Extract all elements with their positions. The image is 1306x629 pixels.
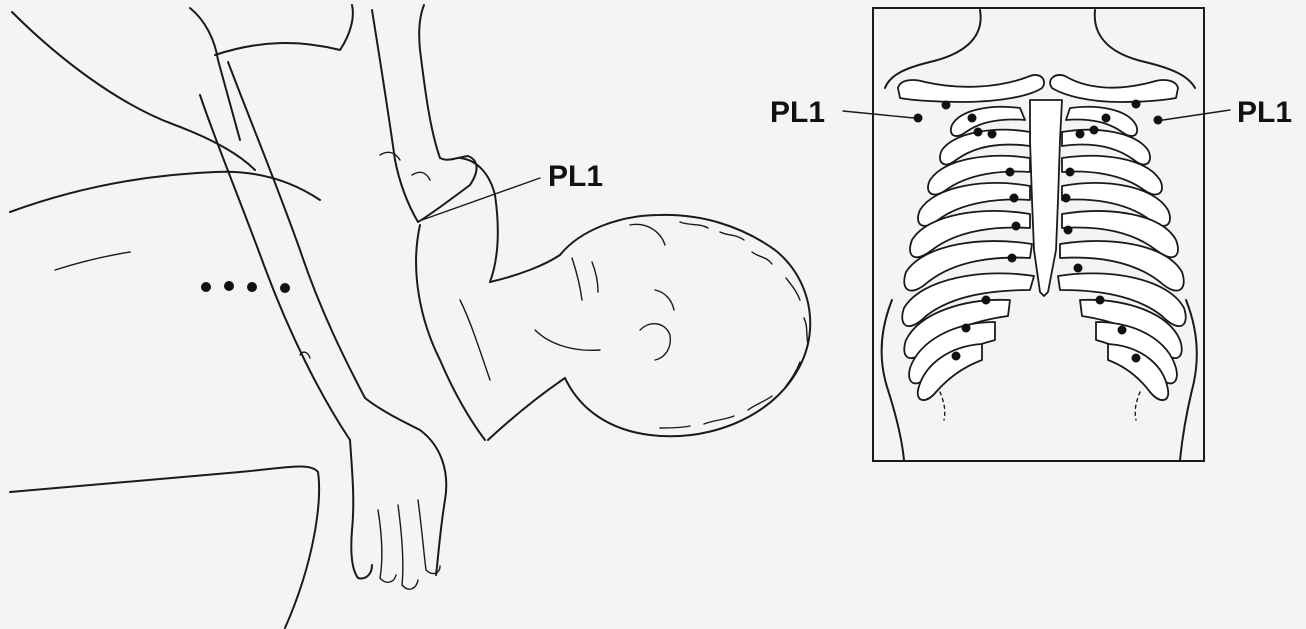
pl1-label-left-figure: PL1 xyxy=(548,160,603,193)
pl1-label-chart-right: PL1 xyxy=(1237,96,1292,129)
rib-point-dot xyxy=(1010,194,1019,203)
clavicle-left xyxy=(898,75,1044,102)
rib-point-dot xyxy=(1118,326,1127,335)
rib-point-dot xyxy=(982,296,991,305)
pl1-pointer-line-chart-left xyxy=(843,111,914,118)
hair-texture xyxy=(660,222,808,428)
rib-point-dot xyxy=(1076,130,1085,139)
rib-point-dot xyxy=(974,128,983,137)
pl1-point-left xyxy=(914,114,923,123)
pl1-label-chart-left: PL1 xyxy=(770,96,825,129)
face-eye xyxy=(630,224,674,310)
pl1-pointer-line-chart-right xyxy=(1163,110,1230,120)
rib-point-dot xyxy=(1062,194,1071,203)
pl1-point-right-upper xyxy=(1132,100,1141,109)
rib-point-dot xyxy=(952,352,961,361)
clavicle-right xyxy=(1050,75,1178,102)
rib-point-dot xyxy=(1006,168,1015,177)
meridian-dot xyxy=(201,282,211,292)
head-outline xyxy=(560,215,810,436)
rib-point-dot xyxy=(1132,354,1141,363)
patient-fingers xyxy=(378,500,440,589)
meridian-dot xyxy=(247,282,257,292)
rib-point-dot xyxy=(1102,114,1111,123)
rib-point-dot xyxy=(1012,222,1021,231)
helper-hand-outline xyxy=(372,5,477,222)
rib-point-dot xyxy=(1090,126,1099,135)
chart-neck-left xyxy=(885,10,981,88)
face-ear xyxy=(640,324,670,360)
face-chin xyxy=(535,330,600,350)
chart-neck-right xyxy=(1095,10,1195,88)
pl1-point-left-upper xyxy=(942,101,951,110)
meridian-dot xyxy=(224,281,234,291)
chart-torso-left xyxy=(882,300,904,460)
helper-forearm-outline xyxy=(215,5,353,55)
pl1-point-right xyxy=(1154,116,1163,125)
torso-lower-outline xyxy=(10,467,319,628)
rib-point-dot xyxy=(1064,226,1073,235)
patient-arm-upper-outline xyxy=(228,62,365,398)
rib-cage-chart xyxy=(843,8,1230,461)
patient-hand-outline xyxy=(350,398,446,578)
rib-point-dot xyxy=(968,114,977,123)
rib-point-dot xyxy=(988,130,997,139)
forearm-to-body xyxy=(416,225,485,440)
spine-dashed-right xyxy=(1135,392,1140,420)
face-eye-brow xyxy=(572,258,598,300)
rib-point-dot xyxy=(1074,264,1083,273)
chest-crease xyxy=(55,252,130,270)
rib-point-dot xyxy=(1096,296,1105,305)
spine-dashed-left xyxy=(940,392,945,420)
rib-point-dot xyxy=(962,324,971,333)
helper-thumb xyxy=(460,158,498,282)
pl1-pointer-line-left xyxy=(422,178,540,220)
rib-point-dot xyxy=(1008,254,1017,263)
reclining-figure-illustration: PL1 xyxy=(10,5,810,628)
helper-knuckles xyxy=(380,152,430,180)
rib-point-dot xyxy=(1066,168,1075,177)
neck-outline xyxy=(488,255,565,440)
sternum xyxy=(1030,100,1062,296)
collarbone-line xyxy=(460,300,490,380)
meridian-dot xyxy=(280,283,290,293)
